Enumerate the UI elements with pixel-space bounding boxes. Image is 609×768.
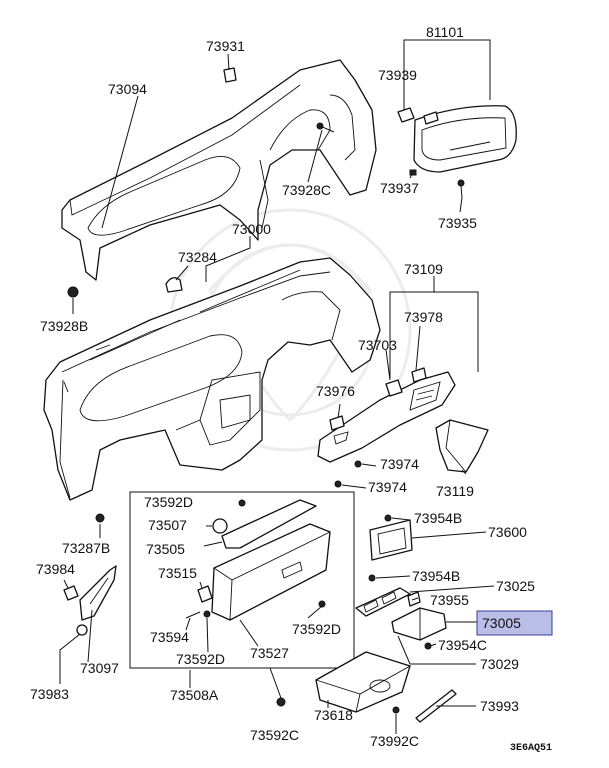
tray-73005 <box>391 607 447 641</box>
clip-73984 <box>63 585 79 601</box>
label-73954B2: 73954B <box>412 568 460 584</box>
label-73954C: 73954C <box>438 637 487 653</box>
screw-73287B <box>95 513 105 523</box>
leader-lines <box>59 39 495 734</box>
label-73507: 73507 <box>148 517 187 533</box>
screw-73592D3 <box>318 600 326 608</box>
label-73993: 73993 <box>480 698 519 714</box>
label-73025: 73025 <box>496 578 535 594</box>
label-73109: 73109 <box>404 261 443 277</box>
dash-pad-73094 <box>61 59 377 281</box>
screw-73983 <box>76 624 88 636</box>
label-73992C: 73992C <box>370 733 419 749</box>
label-73954B1: 73954B <box>414 510 462 526</box>
pin-73594 <box>185 611 201 619</box>
label-73935: 73935 <box>438 215 477 231</box>
label-73955: 73955 <box>430 592 469 608</box>
screw-73954B2 <box>368 574 376 582</box>
clip-73978 <box>411 367 427 383</box>
screw-73592D1 <box>238 499 246 507</box>
label-73287B: 73287B <box>62 540 110 556</box>
label-73592D2: 73592D <box>292 621 341 637</box>
label-73094: 73094 <box>108 81 147 97</box>
screw-73974a <box>354 460 362 468</box>
label-73505: 73505 <box>146 541 185 557</box>
label-73937: 73937 <box>380 180 419 196</box>
screw-73937 <box>409 169 417 176</box>
screw-73592C <box>276 697 286 707</box>
label-73600: 73600 <box>488 524 527 540</box>
label-73515: 73515 <box>158 565 197 581</box>
label-73284: 73284 <box>178 249 217 265</box>
screw-73954B1 <box>384 514 392 522</box>
clip-73939 <box>397 107 439 125</box>
clip-73703 <box>385 379 403 397</box>
label-73928C: 73928C <box>282 182 331 198</box>
side-cover-73097 <box>79 565 117 621</box>
highlight-73005 <box>476 610 553 636</box>
label-81101: 81101 <box>426 24 464 40</box>
clip-73931 <box>223 67 237 83</box>
label-73592C: 73592C <box>250 727 299 743</box>
label-73931: 73931 <box>206 38 245 54</box>
label-73984: 73984 <box>36 561 75 577</box>
cap-73284 <box>165 277 183 293</box>
label-73000: 73000 <box>232 221 271 237</box>
drawing-code: 3E6AQ51 <box>510 743 552 754</box>
label-73119: 73119 <box>436 483 474 499</box>
label-73527: 73527 <box>250 645 289 661</box>
label-73928B: 73928B <box>40 318 88 334</box>
box-73119 <box>435 419 489 473</box>
label-73974b: 73974 <box>368 479 407 495</box>
label-73097: 73097 <box>80 660 119 676</box>
label-73976: 73976 <box>316 383 355 399</box>
screw-73974b <box>334 480 342 488</box>
part-labels: 73931 81101 73094 73939 73928C 73937 739… <box>30 24 552 754</box>
screw-73928C <box>316 122 335 133</box>
label-73005: 73005 <box>482 615 521 631</box>
label-73974a: 73974 <box>380 456 419 472</box>
label-73978: 73978 <box>404 309 443 325</box>
latch-73515 <box>197 585 213 603</box>
ashtray-73618 <box>315 651 411 713</box>
meter-hood-81101 <box>413 105 517 173</box>
label-73703: 73703 <box>358 337 397 353</box>
label-73939: 73939 <box>378 67 417 83</box>
screw-73928B <box>67 286 79 298</box>
stopper-73507 <box>212 518 228 534</box>
bracket-73505 <box>221 499 317 549</box>
label-73592D1: 73592D <box>144 494 193 510</box>
screw-73935 <box>457 179 465 199</box>
label-73029: 73029 <box>480 656 519 672</box>
label-73983: 73983 <box>30 686 69 702</box>
label-73618: 73618 <box>314 707 353 723</box>
pocket-73600 <box>369 519 413 561</box>
label-73508A: 73508A <box>170 687 219 703</box>
screw-73992C <box>392 706 400 714</box>
glove-box-73527 <box>211 523 331 621</box>
label-73592D3: 73592D <box>176 651 225 667</box>
instrument-panel-73000 <box>43 257 381 501</box>
label-73594: 73594 <box>150 629 189 645</box>
screw-73592D2 <box>203 610 211 618</box>
center-panel-73109 <box>317 371 456 463</box>
frame-73025 <box>355 587 411 617</box>
